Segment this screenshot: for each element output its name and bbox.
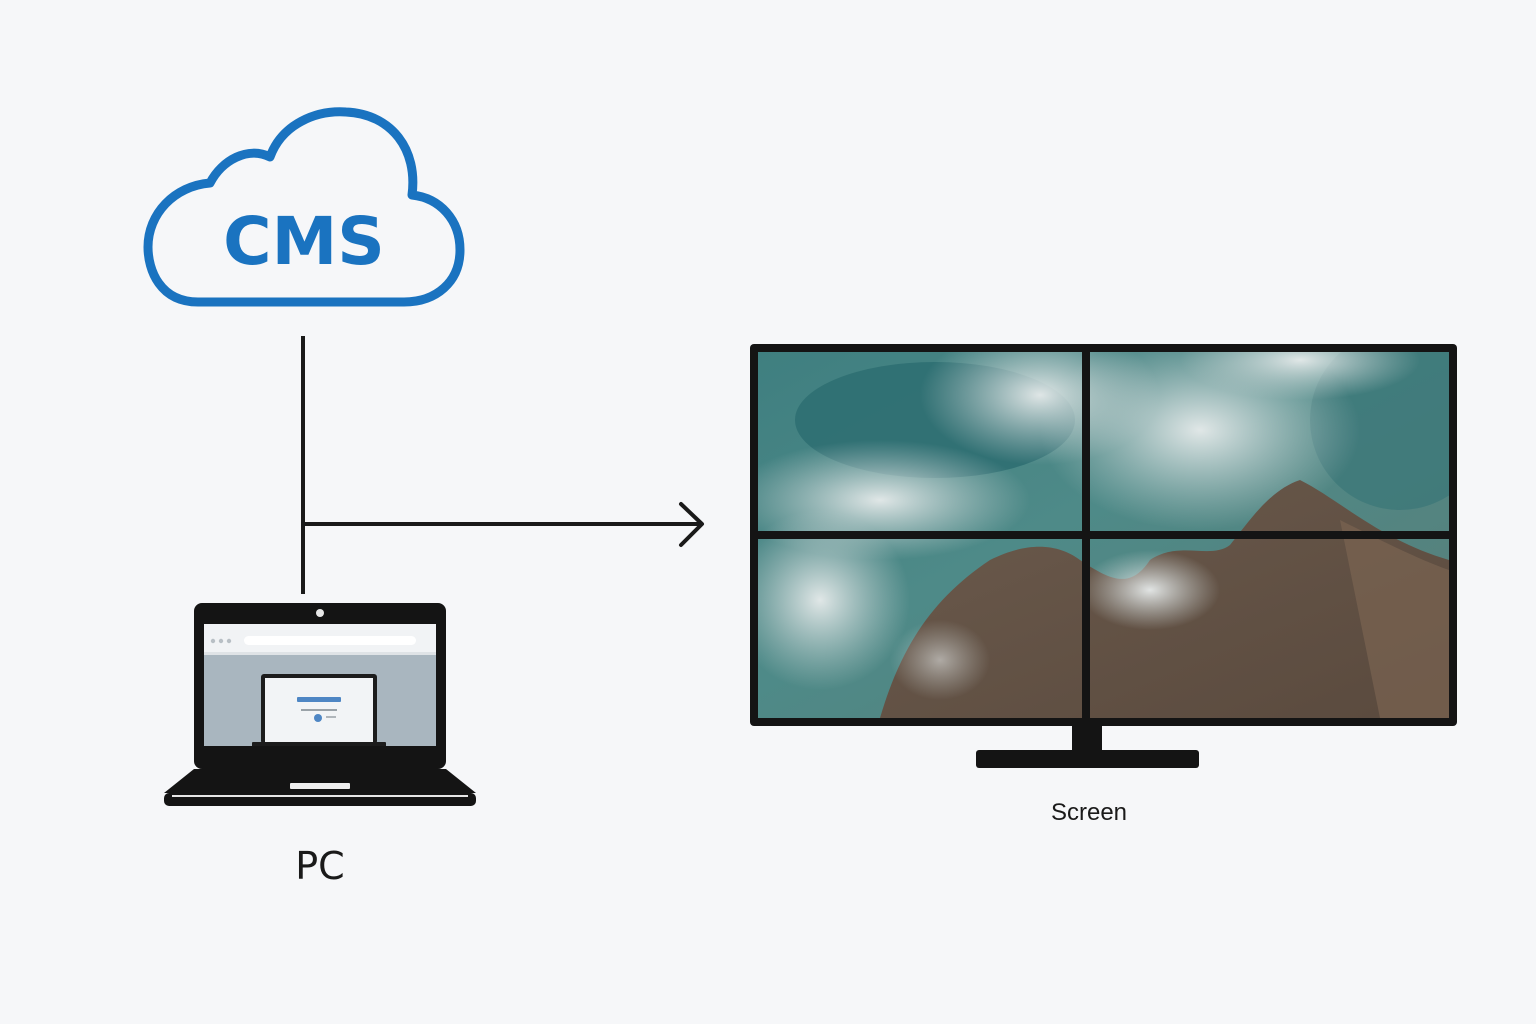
connector-lines bbox=[301, 336, 704, 594]
screen-label: Screen bbox=[1050, 799, 1128, 826]
cms-label: CMS bbox=[223, 203, 385, 280]
aerial-ocean-coast-image bbox=[758, 352, 1449, 718]
video-wall-monitor-icon bbox=[750, 344, 1457, 768]
cloud-icon bbox=[143, 107, 465, 307]
arrowhead-icon bbox=[679, 502, 704, 547]
pc-label: PC bbox=[295, 844, 345, 888]
cms-node: CMS bbox=[143, 107, 465, 307]
laptop-icon bbox=[164, 603, 476, 806]
screen-node bbox=[750, 344, 1457, 768]
pc-node bbox=[164, 603, 476, 806]
